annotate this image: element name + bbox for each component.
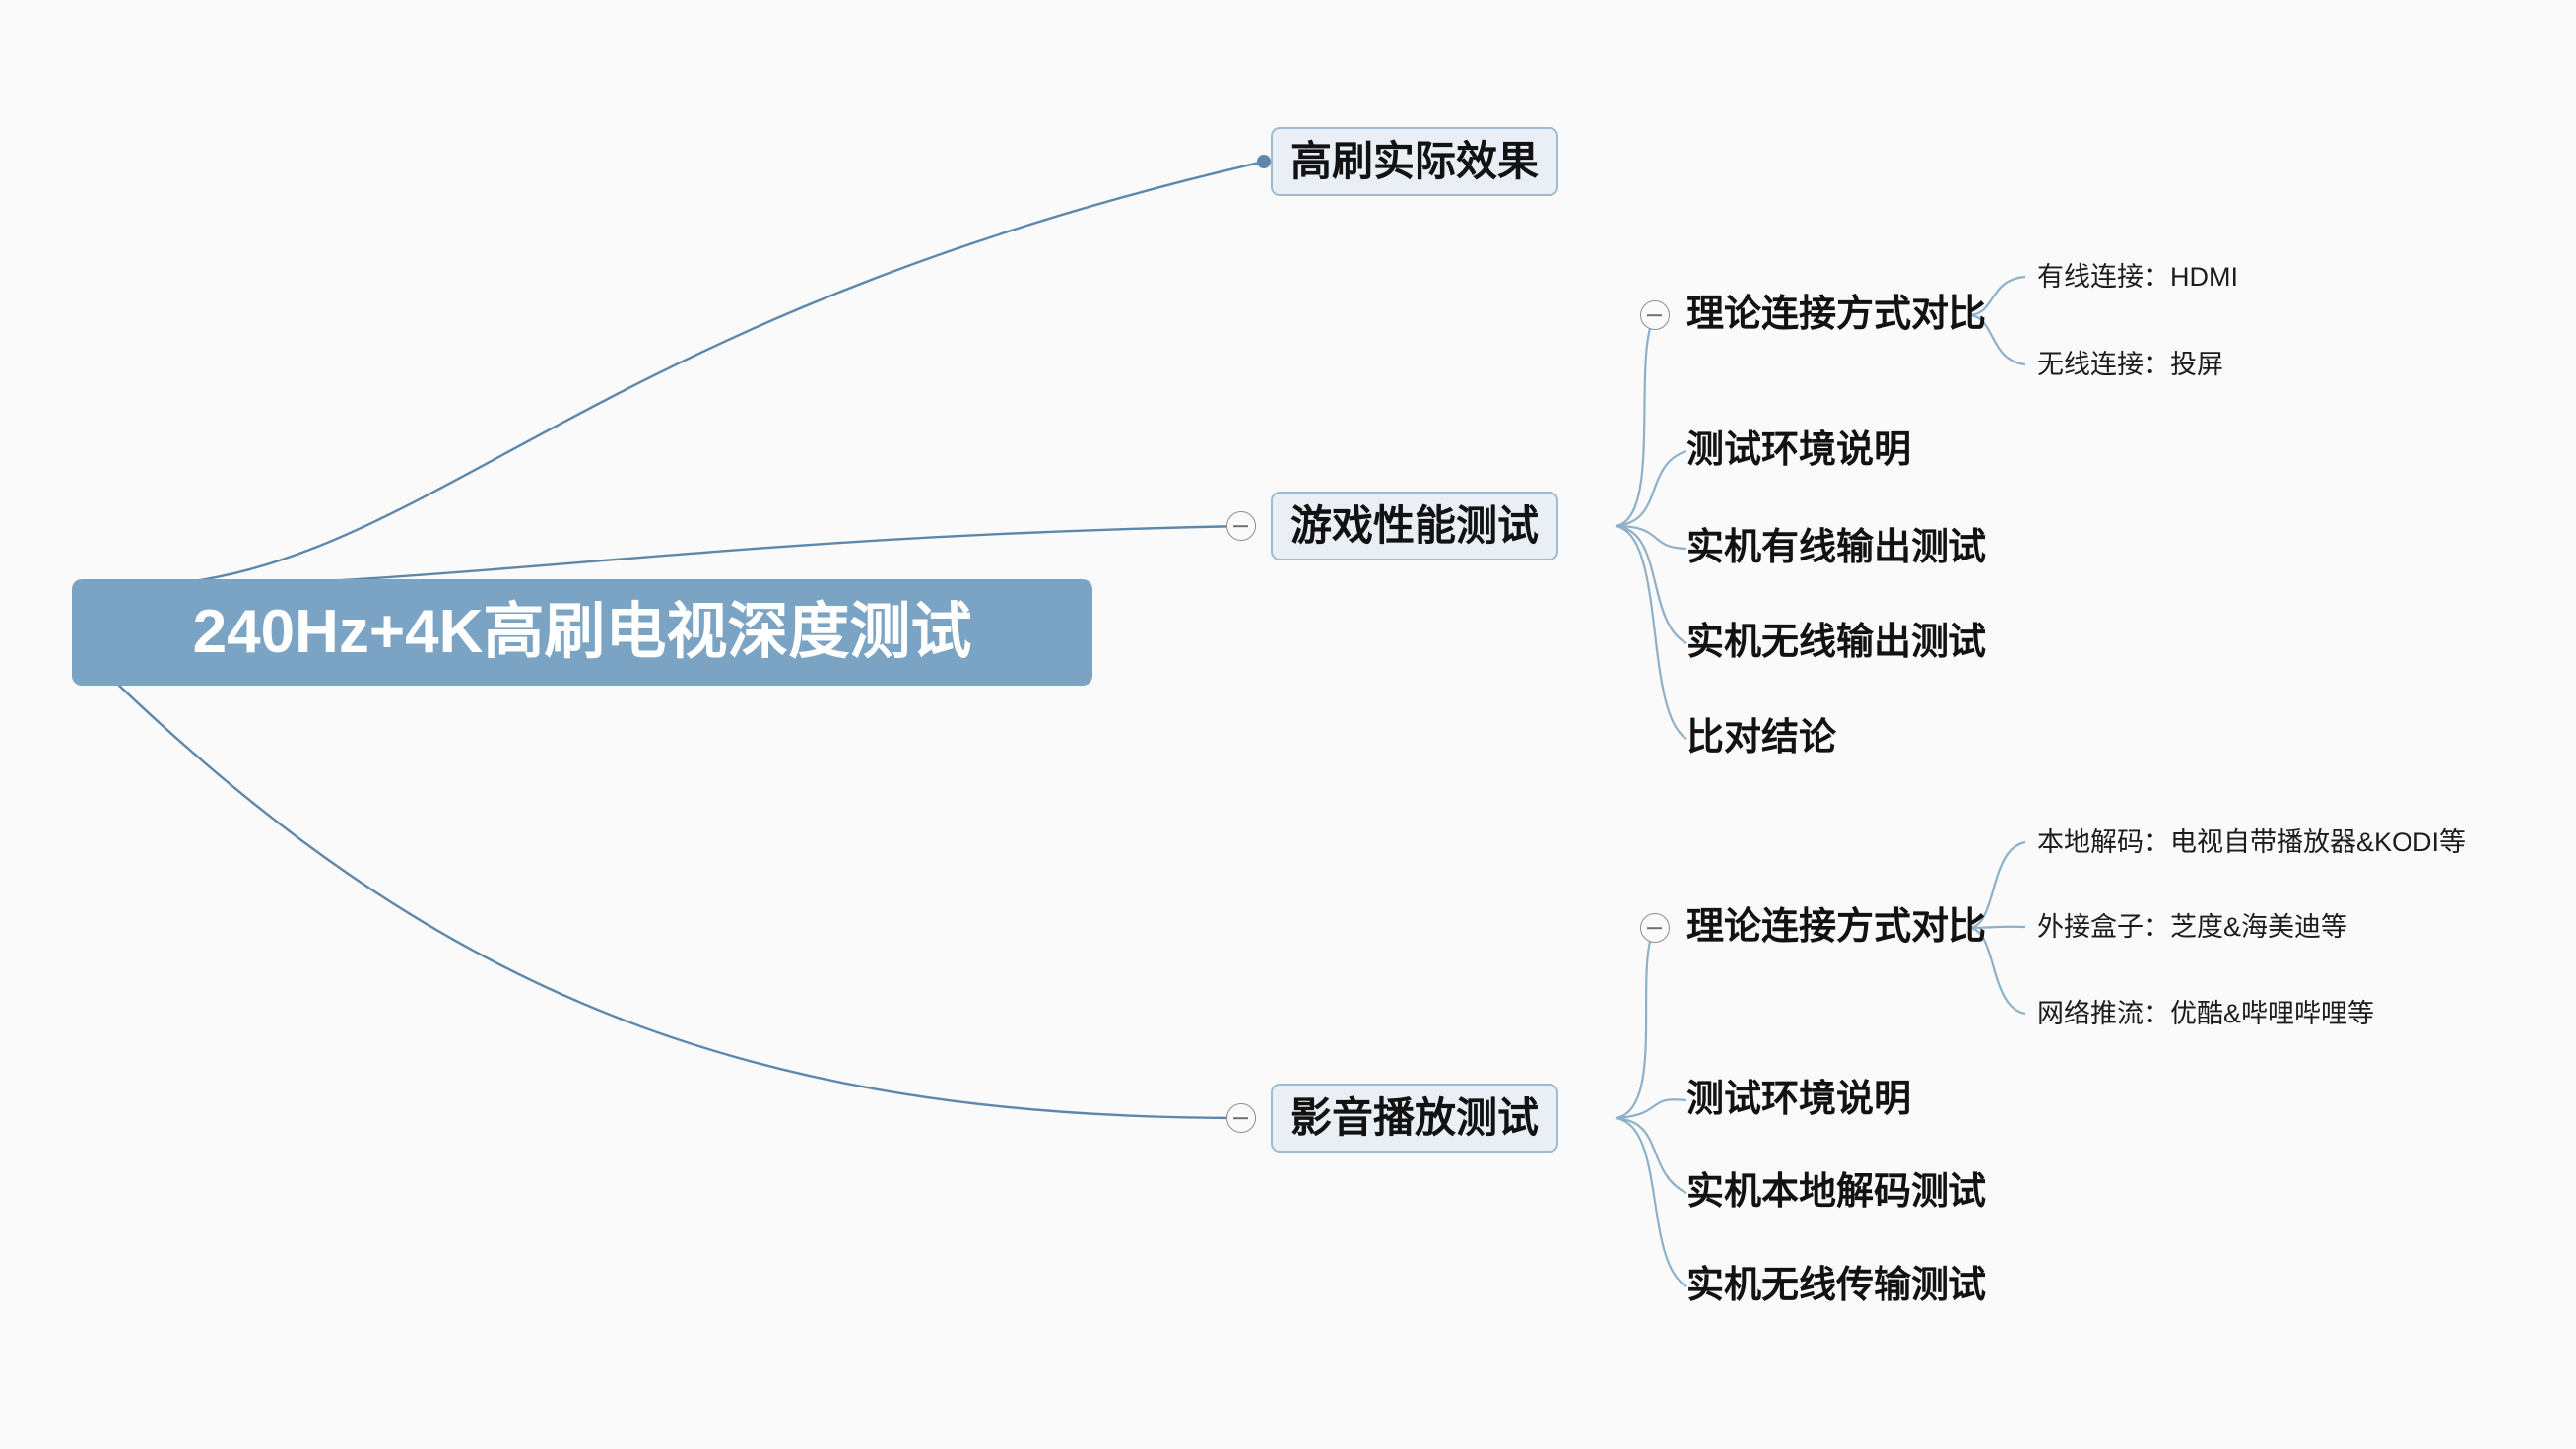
sub-node-wireless-transmission-test[interactable]: 实机无线传输测试 bbox=[1686, 1265, 1987, 1306]
sub-node-local-decode-test[interactable]: 实机本地解码测试 bbox=[1686, 1171, 1987, 1213]
edge-branch2-to-child-5 bbox=[1615, 524, 1687, 740]
branch-node-media-playback[interactable]: 影音播放测试 bbox=[1271, 1084, 1559, 1153]
sub-node-connection-comparison-media[interactable]: 理论连接方式对比 bbox=[1686, 906, 1987, 948]
edge-root-to-branch-2 bbox=[115, 524, 1244, 589]
branch-node-high-refresh-effect[interactable]: 高刷实际效果 bbox=[1271, 127, 1559, 196]
collapse-toggle-game-performance[interactable] bbox=[1226, 511, 1256, 541]
collapse-toggle-connection-comparison-media[interactable] bbox=[1640, 913, 1670, 943]
edge-branch2-to-child-1 bbox=[1615, 324, 1653, 528]
edge-branch3-to-child-4 bbox=[1615, 1116, 1687, 1287]
edge-branch2-to-child-2 bbox=[1615, 449, 1687, 528]
edge-branch3-to-child-2 bbox=[1615, 1098, 1687, 1120]
edge-branch2-to-child-3 bbox=[1615, 524, 1687, 551]
collapse-toggle-media-playback[interactable] bbox=[1226, 1103, 1256, 1133]
leaf-node-wired-hdmi[interactable]: 有线连接：HDMI bbox=[2037, 262, 2238, 292]
branch-node-game-performance[interactable]: 游戏性能测试 bbox=[1271, 492, 1559, 560]
branch-node-label: 高刷实际效果 bbox=[1290, 138, 1540, 184]
leaf-node-external-box[interactable]: 外接盒子：芝度&海美迪等 bbox=[2037, 912, 2348, 942]
sub-node-wireless-output-test[interactable]: 实机无线输出测试 bbox=[1686, 622, 1987, 663]
sub-node-wired-output-test[interactable]: 实机有线输出测试 bbox=[1686, 527, 1987, 568]
edge-branch3-to-child-1 bbox=[1615, 937, 1653, 1120]
leaf-node-local-decode[interactable]: 本地解码：电视自带播放器&KODI等 bbox=[2037, 827, 2467, 857]
edge-root-to-branch-3 bbox=[115, 682, 1244, 1120]
edge-root-to-branch-1 bbox=[115, 160, 1265, 589]
sub-node-test-environment-game[interactable]: 测试环境说明 bbox=[1686, 429, 1912, 471]
branch-node-label: 游戏性能测试 bbox=[1290, 502, 1540, 549]
leaf-node-network-push[interactable]: 网络推流：优酷&哔哩哔哩等 bbox=[2037, 999, 2375, 1028]
edge-branch2-to-child-4 bbox=[1615, 524, 1687, 644]
leaf-node-wireless-cast[interactable]: 无线连接：投屏 bbox=[2037, 350, 2223, 379]
root-node-label: 240Hz+4K高刷电视深度测试 bbox=[192, 598, 972, 666]
branch-connector-dot bbox=[1257, 155, 1271, 168]
root-node[interactable]: 240Hz+4K高刷电视深度测试 bbox=[72, 579, 1092, 686]
collapse-toggle-connection-comparison-game[interactable] bbox=[1640, 300, 1670, 330]
edge-branch3-to-child-3 bbox=[1615, 1116, 1687, 1194]
branch-node-label: 影音播放测试 bbox=[1290, 1094, 1540, 1141]
sub-node-comparison-conclusion[interactable]: 比对结论 bbox=[1686, 717, 1837, 758]
sub-node-connection-comparison-game[interactable]: 理论连接方式对比 bbox=[1686, 294, 1987, 335]
sub-node-test-environment-media[interactable]: 测试环境说明 bbox=[1686, 1079, 1912, 1120]
